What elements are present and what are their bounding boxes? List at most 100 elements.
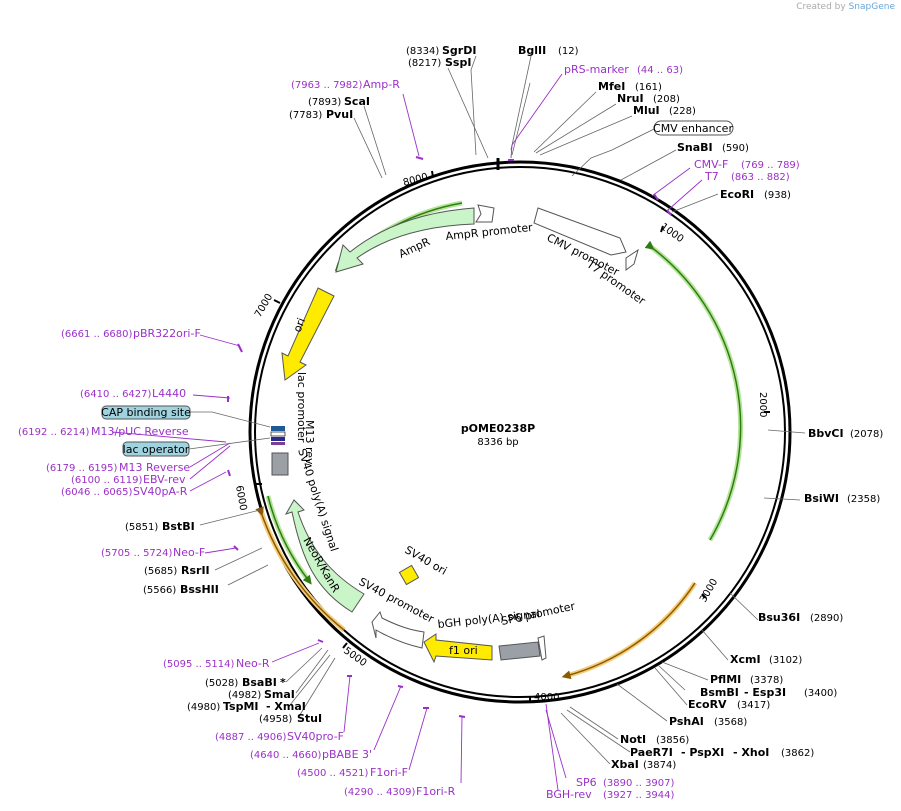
primer-l4440-name: L4440 (152, 387, 186, 400)
primer-m13puc-name: M13/pUC Reverse (91, 425, 189, 438)
lac-element-a (271, 426, 285, 431)
site-nrui-pos: (208) (653, 94, 680, 105)
tick-3000: 3000 (698, 577, 720, 605)
ori-arrow (281, 287, 335, 381)
site-ecori-name: EcoRI (720, 188, 754, 201)
primer-arc-sp6 (565, 581, 698, 679)
site-bsiwi-name: BsiWI (804, 492, 839, 505)
f1-ori-arrow (423, 633, 493, 664)
cap-binding-site-box (101, 405, 191, 420)
cmv-enhancer-label: CMV enhancer (653, 122, 733, 135)
credit: Created by SnapGene (796, 2, 895, 12)
site-bsmbi-extra: - Esp3I (744, 686, 786, 699)
site-sgrdi-pos: (8334) (406, 46, 439, 57)
lac-element-b (270, 431, 286, 437)
primer-amp-r-name: Amp-R (363, 78, 400, 91)
site-bstbi-name: BstBI (162, 520, 195, 533)
cap-binding-site-label: CAP binding site (101, 406, 191, 419)
site-rsrii-pos: (5685) (144, 566, 177, 577)
primer-prs-marker-pos: (44 .. 63) (637, 65, 683, 76)
site-xcmi-name: XcmI (730, 653, 761, 666)
primer-sp6-name: SP6 (576, 776, 597, 789)
lac-element-d (271, 442, 285, 445)
site-noti-name: NotI (620, 733, 646, 746)
primer-ebv-pos: (6100 .. 6119) (71, 475, 143, 486)
primer-bgh-name: BGH-rev (546, 788, 592, 801)
primer-f1ori-f-name: F1ori-F (370, 766, 408, 779)
site-noti-pos: (3856) (656, 735, 689, 746)
m13-rev-label: M13 rev (303, 420, 316, 465)
sv40-polya-box (271, 452, 289, 476)
site-tspmi-name: TspMI (223, 700, 259, 713)
site-xbai-pos: (3874) (643, 760, 676, 771)
primer-m13rev-name: M13 Reverse (119, 461, 190, 474)
site-bsabi-pos: (5028) (205, 678, 238, 689)
ampr-label: AmpR (397, 235, 433, 261)
site-pshai-name: PshAI (669, 715, 704, 728)
site-nrui-name: NruI (617, 92, 644, 105)
site-paer7i-name: PaeR7I (630, 746, 673, 759)
primer-sv40pro-pos: (4887 .. 4906) (215, 732, 287, 743)
sp6-promoter-arrow (537, 635, 547, 661)
primer-neo-r-name: Neo-R (236, 657, 270, 670)
site-scai-name: ScaI (344, 95, 370, 108)
sv40-ori-box (398, 564, 420, 586)
site-mlui-name: MluI (633, 104, 660, 117)
f1-ori-label: f1 ori (449, 644, 478, 657)
tick-2000: 2000 (757, 392, 768, 417)
site-sgrdi-name: SgrDI (442, 44, 476, 57)
snapgene-logo: SnapGene (848, 2, 895, 12)
site-bsiwi-pos: (2358) (847, 494, 880, 505)
site-stui-name: StuI (297, 712, 322, 725)
plasmid-size: 8336 bp (477, 437, 518, 448)
primer-amp-r-pos: (7963 .. 7982) (291, 80, 363, 91)
primer-neo-f-name: Neo-F (173, 546, 205, 559)
primer-prs-marker-name: pRS-marker (564, 63, 629, 76)
site-bsabi-name: BsaBI (242, 676, 277, 689)
site-paer7i-pos: (3862) (781, 748, 814, 759)
primer-f1ori-f-pos: (4500 .. 4521) (297, 768, 369, 779)
site-bglii-pos: (12) (558, 46, 579, 57)
tick-5000: 5000 (341, 645, 368, 669)
primer-t7-name: T7 (704, 170, 719, 183)
site-bsmbi-name: BsmBI (700, 686, 739, 699)
site-bglii-name: BglII (518, 44, 546, 57)
primer-sp6-pos: (3890 .. 3907) (603, 778, 675, 789)
tick-6000: 6000 (233, 485, 248, 512)
ampr-arrow (335, 207, 475, 273)
primer-pbabe-name: pBABE 3' (322, 748, 372, 761)
ori-label: ori (291, 316, 308, 334)
site-bbvci-pos: (2078) (850, 429, 883, 440)
site-ecorv-name: EcoRV (688, 698, 727, 711)
cmv-enhancer-box (653, 120, 734, 136)
primer-f1ori-r-pos: (4290 .. 4309) (344, 787, 416, 798)
cmv-promoter-arrow (533, 207, 627, 256)
boxed-labels: CMV enhancer CAP binding site lac operat… (101, 120, 734, 457)
primer-sv40pro-name: SV40pro-F (287, 730, 344, 743)
site-tspmi-extra: - XmaI (266, 700, 306, 713)
site-pshai-pos: (3568) (714, 717, 747, 728)
site-sspi-pos: (8217) (408, 58, 441, 69)
primer-labels: (7963 .. 7982) Amp-R pRS-marker (44 .. 6… (18, 63, 800, 801)
site-pflmi-name: PflMI (710, 673, 741, 686)
site-ecorv-pos: (3417) (737, 700, 770, 711)
tick-8000: 8000 (402, 172, 429, 189)
site-pvui-name: PvuI (326, 108, 353, 121)
bgh-polya-box (498, 641, 541, 661)
primer-sv40pa-pos: (6046 .. 6065) (61, 487, 133, 498)
primer-sv40pa-name: SV40pA-R (133, 485, 188, 498)
primer-l4440-pos: (6410 .. 6427) (80, 389, 152, 400)
site-xcmi-pos: (3102) (769, 655, 802, 666)
leader-lines (199, 55, 806, 765)
lac-element-c (271, 437, 285, 441)
t7-promoter-arrow (625, 248, 639, 271)
sv40-promoter-label: SV40 promoter (357, 575, 437, 626)
site-bsmbi-pos: (3400) (804, 688, 837, 699)
site-bstbi-pos: (5851) (125, 522, 158, 533)
site-bbvci-name: BbvCI (808, 427, 844, 440)
site-xbai-name: XbaI (611, 758, 639, 771)
site-pflmi-pos: (3378) (750, 675, 783, 686)
tick-4000: 4000 (534, 692, 559, 703)
site-bsu36i-pos: (2890) (810, 613, 843, 624)
